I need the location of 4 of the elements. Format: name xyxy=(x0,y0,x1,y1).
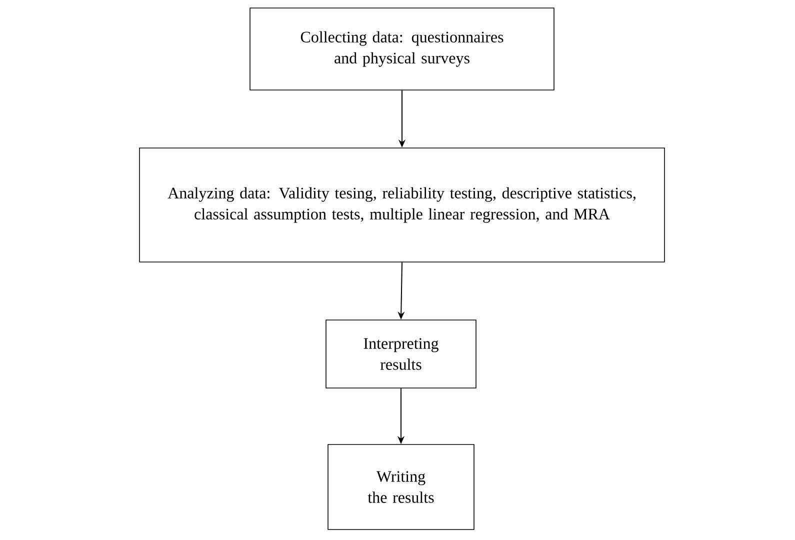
process-box: Analyzing data: Validity tesing, reliability testing, descriptive statistics, classical assumption tests, multiple linear regression, and MRA xyxy=(139,148,665,262)
process-box: Collecting data: questionnaires and physical surveys xyxy=(250,8,554,90)
process-box: Interpreting results xyxy=(326,320,476,388)
process-box: Writing the results xyxy=(328,444,474,530)
